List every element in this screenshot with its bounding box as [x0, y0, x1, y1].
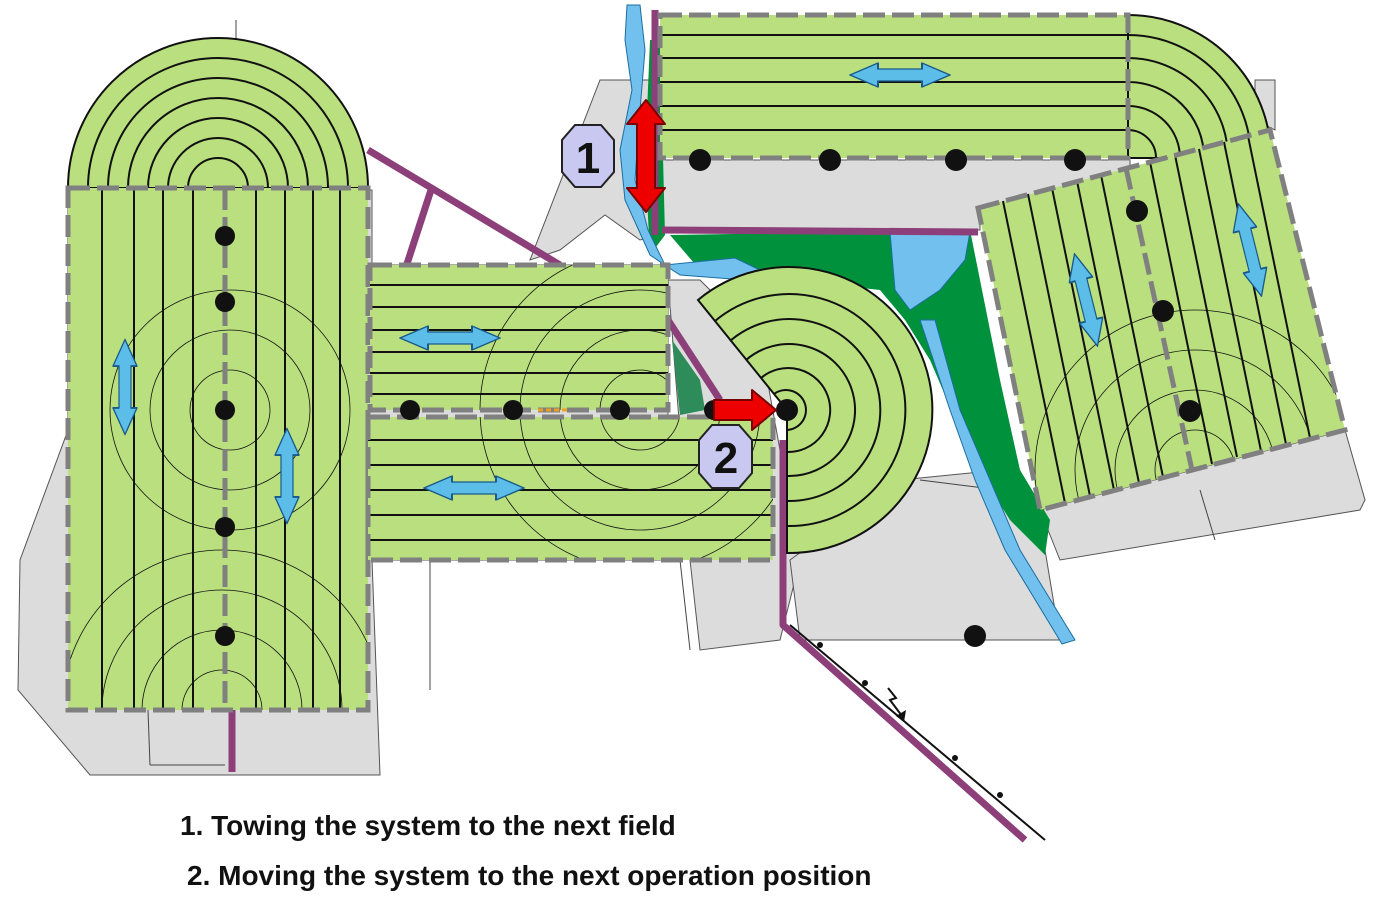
operation-positions: [215, 149, 1201, 647]
marker-1: 1: [561, 124, 615, 188]
double-arrow-icon: [423, 475, 525, 501]
black-dot-icon: [215, 626, 235, 646]
movement-direction-arrows: [112, 62, 1268, 525]
field-d: [696, 266, 934, 555]
black-dot-icon: [776, 399, 798, 421]
field-f: [657, 12, 1273, 161]
river: [619, 4, 1076, 645]
double-arrow-icon: [1068, 252, 1104, 348]
legend-item-moving: 2. Moving the system to the next operati…: [187, 860, 872, 891]
black-dot-icon: [945, 149, 967, 171]
marker-2: 2: [698, 424, 753, 489]
black-dot-icon: [215, 292, 235, 312]
marker-2-label: 2: [714, 434, 738, 483]
double-arrow-icon: [849, 62, 951, 88]
black-dot-icon: [215, 226, 235, 246]
black-dot-icon: [215, 517, 235, 537]
double-arrow-icon: [399, 325, 501, 351]
double-arrow-icon: [274, 427, 300, 525]
black-dot-icon: [689, 149, 711, 171]
move-position-arrow: [713, 389, 777, 431]
field-a: [65, 37, 371, 713]
black-dot-icon: [1064, 149, 1086, 171]
black-dot-icon: [215, 400, 235, 420]
double-arrow-icon: [112, 338, 138, 436]
black-dot-icon: [400, 400, 420, 420]
black-dot-icon: [1152, 300, 1174, 322]
black-dot-icon: [1126, 200, 1148, 222]
black-dot-icon: [964, 625, 986, 647]
black-dot-icon: [1179, 400, 1201, 422]
legend-item-towing: 1. Towing the system to the next field: [180, 810, 676, 841]
black-dot-icon: [610, 400, 630, 420]
towing-arrow: [626, 99, 666, 213]
marker-1-label: 1: [576, 134, 600, 183]
black-dot-icon: [819, 149, 841, 171]
black-dot-icon: [503, 400, 523, 420]
double-arrow-icon: [1232, 202, 1268, 298]
power-line-icon: [789, 624, 1046, 841]
